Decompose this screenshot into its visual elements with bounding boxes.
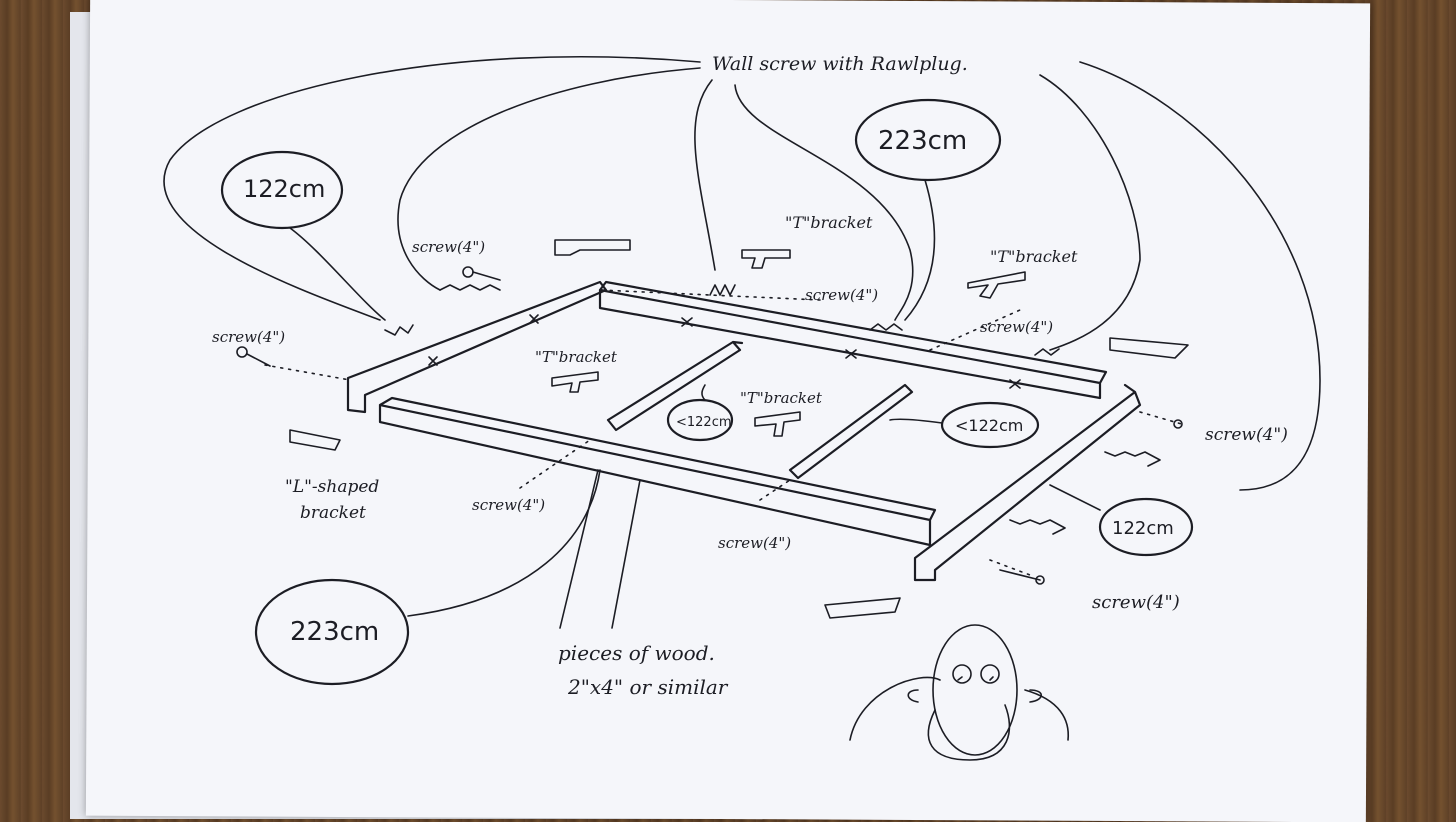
label-l-bracket-2: bracket: [300, 503, 366, 523]
cross-piece-right: [788, 383, 914, 480]
frame-timbers: [346, 280, 1142, 582]
label-dim-122-top: 122cm: [243, 175, 325, 203]
label-screw-bottom-left: screw(4"): [472, 496, 545, 514]
label-dim-122-right: 122cm: [1112, 518, 1174, 539]
screw-paths: [264, 289, 1186, 576]
right-beam: [913, 383, 1142, 582]
screw-marks: [428, 314, 1021, 389]
label-wood-2: 2"x4" or similar: [567, 675, 729, 699]
label-screw-top-mid: screw(4"): [805, 286, 878, 304]
screw-icons: [236, 266, 1183, 585]
wall-screw-leaders: [163, 55, 1321, 491]
label-t-bracket-mid: "T"bracket: [740, 389, 823, 407]
label-wood-1: pieces of wood.: [558, 641, 715, 665]
label-t-bracket-mid-left: "T"bracket: [535, 348, 618, 366]
cartoon-face: [849, 624, 1070, 761]
label-screw-bottom-right: screw(4"): [1092, 592, 1180, 613]
label-screw-left: screw(4"): [212, 328, 285, 346]
brackets: [289, 239, 1189, 619]
label-dim-223-bottom: 223cm: [290, 617, 379, 647]
label-wall-screw: Wall screw with Rawlplug.: [712, 53, 968, 75]
cross-piece-left: [606, 340, 744, 432]
label-l-bracket-1: "L"-shaped: [285, 477, 379, 497]
dimension-leaders: [289, 179, 1101, 629]
dimension-bubbles: [220, 98, 1194, 686]
label-dim-223-top: 223cm: [878, 126, 967, 156]
label-dim-lt122-right: <122cm: [955, 416, 1023, 435]
label-screw-right: screw(4"): [1205, 425, 1288, 445]
label-screw-top-left: screw(4"): [412, 238, 485, 256]
label-screw-bottom-mid: screw(4"): [718, 534, 791, 552]
label-screw-top-right: screw(4"): [980, 318, 1053, 336]
label-t-bracket-right: "T"bracket: [990, 247, 1078, 266]
label-t-bracket-top: "T"bracket: [785, 213, 873, 232]
label-dim-lt122-left: <122cm: [676, 415, 732, 430]
front-beam: [378, 396, 937, 547]
left-beam: [346, 280, 608, 414]
